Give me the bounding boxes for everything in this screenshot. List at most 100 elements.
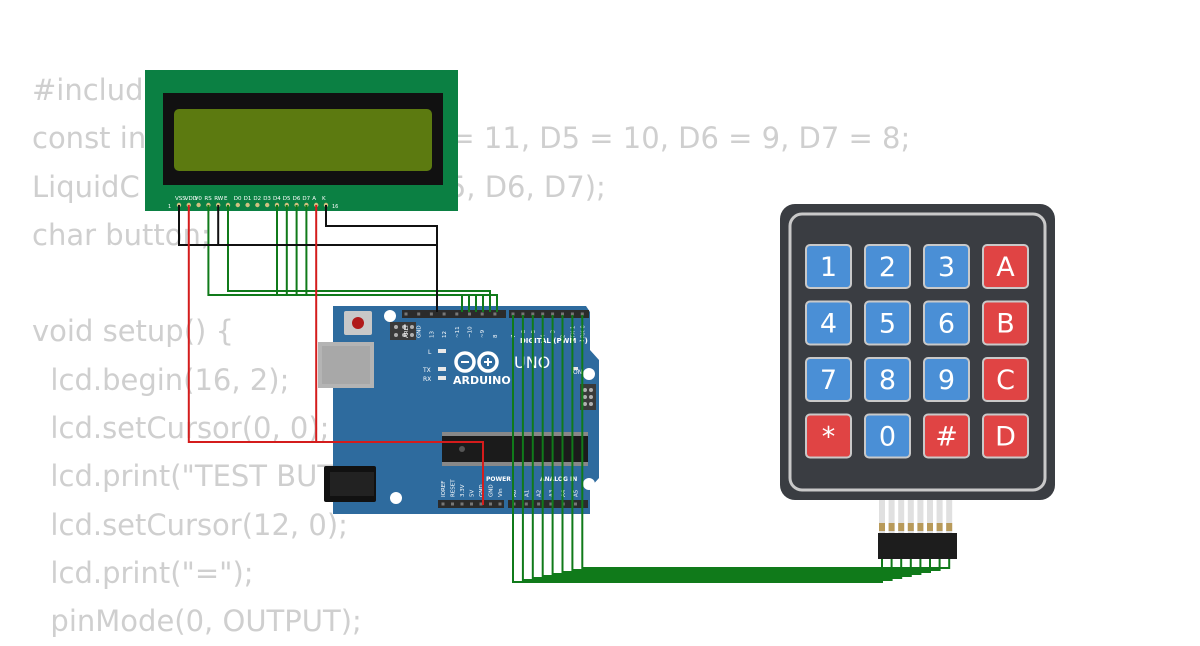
ribbon-contact	[917, 523, 924, 531]
analog-section-label: ANALOG IN	[540, 476, 577, 483]
lcd-pin-label: D2	[253, 196, 261, 202]
keypad-key-6[interactable]: 6	[923, 300, 970, 346]
keypad-key-C[interactable]: C	[982, 357, 1029, 402]
ribbon-strand	[888, 500, 895, 534]
keypad-key-3[interactable]: 3	[923, 244, 970, 289]
board-leds: L TX RX	[422, 349, 446, 383]
wire-lcd-e	[227, 205, 491, 312]
digital-pin-hole	[580, 312, 584, 316]
wire-keypad-5	[561, 315, 931, 573]
lcd-pin-label: RS	[204, 196, 212, 202]
keypad-key-label: 2	[879, 252, 896, 283]
digital-pin-hole	[480, 312, 484, 316]
keypad-key-label: A	[996, 252, 1015, 283]
power-pin-hole	[460, 502, 464, 506]
lcd-pin-label: K	[322, 196, 326, 202]
wire-lcd-d7	[305, 205, 484, 312]
analog-pin-hole	[524, 502, 528, 506]
lcd-pin-label: D5	[283, 196, 291, 202]
ribbon-contact	[879, 523, 885, 531]
keypad-key-7[interactable]: 7	[805, 357, 852, 402]
wire-keypad-4	[551, 315, 922, 575]
keypad-ribbon-cable	[879, 500, 953, 534]
keypad-key-cap	[923, 357, 970, 402]
keypad-key-label: D	[995, 422, 1016, 453]
keypad-key-9[interactable]: 9	[923, 357, 970, 402]
power-pin-hole	[441, 502, 445, 506]
keypad-key-1[interactable]: 1	[805, 244, 852, 289]
lcd-pin-label: D7	[302, 196, 310, 202]
digital-pin-label: AREF	[404, 324, 410, 338]
keypad-key-cap	[982, 357, 1029, 402]
arduino-brand: ARDUINO	[453, 374, 511, 387]
ribbon-contact	[898, 523, 905, 531]
keypad-key-label: 4	[820, 309, 837, 340]
icsp-header	[390, 322, 416, 340]
power-pin-hole	[479, 502, 483, 506]
keypad-key-label: 0	[879, 422, 896, 453]
digital-pin-hole	[541, 312, 545, 316]
ribbon-strand	[907, 500, 914, 534]
digital-pin-label: ~10	[468, 326, 474, 338]
svg-text:L: L	[428, 349, 432, 356]
keypad-key-cap	[864, 413, 911, 459]
keypad-key-A[interactable]: A	[982, 244, 1029, 289]
mounting-hole	[390, 492, 402, 504]
wires	[178, 205, 951, 583]
ribbon-strand	[917, 500, 924, 534]
code-line: lcd.print("TEST BUT	[32, 459, 336, 494]
svg-text:TX: TX	[422, 367, 431, 374]
digital-pin-hole	[429, 312, 433, 316]
keypad-key-label: 7	[820, 365, 837, 396]
digital-pin-label: ~9	[480, 329, 486, 338]
lcd-pin	[196, 202, 201, 208]
power-pin-hole	[498, 502, 502, 506]
power-pin-hole	[470, 502, 473, 506]
keypad-key-#[interactable]: #	[923, 413, 970, 459]
on-led	[572, 367, 578, 370]
mounting-hole	[583, 478, 595, 490]
digital-pin-label: GND	[417, 325, 423, 338]
keypad-key-4[interactable]: 4	[805, 300, 852, 346]
keypad-key-0[interactable]: 0	[864, 413, 911, 459]
analog-pin-label: A5	[574, 489, 580, 497]
keypad-key-label: #	[935, 422, 958, 453]
keypad-key-cap	[864, 244, 911, 289]
lcd-pin-first-label: 1	[168, 204, 171, 210]
keypad-key-5[interactable]: 5	[864, 300, 911, 346]
lcd-pin-label: D1	[244, 196, 252, 202]
digital-pin-hole	[561, 312, 564, 316]
keypad-key-cap	[982, 413, 1029, 459]
digital-pin-hole	[442, 312, 446, 316]
keypad-key-B[interactable]: B	[982, 300, 1029, 346]
keypad-key-*[interactable]: *	[805, 413, 852, 459]
keypad-key-cap	[864, 357, 911, 402]
ribbon-contact	[946, 523, 953, 531]
lcd-screen	[174, 109, 432, 171]
digital-pin-hole	[511, 312, 515, 316]
power-pin-label: IOREF	[441, 481, 447, 497]
keypad-key-cap	[923, 300, 970, 346]
keypad-key-8[interactable]: 8	[864, 357, 911, 402]
keypad-key-cap	[923, 413, 970, 459]
ribbon-contact	[907, 523, 914, 531]
keypad-key-label: 5	[879, 309, 896, 340]
arduino-logo	[454, 351, 499, 373]
code-line: char button;	[32, 217, 211, 252]
microcontroller-chip	[442, 432, 588, 466]
ribbon-strand	[946, 500, 953, 534]
digital-header-right	[509, 310, 589, 318]
keypad-key-cap	[923, 244, 970, 289]
lcd-pin-label: D3	[263, 196, 271, 202]
keypad-key-2[interactable]: 2	[864, 244, 911, 289]
ribbon-strand	[898, 500, 905, 534]
keypad-key-D[interactable]: D	[982, 413, 1029, 459]
keypad-key-label: 9	[938, 365, 955, 396]
